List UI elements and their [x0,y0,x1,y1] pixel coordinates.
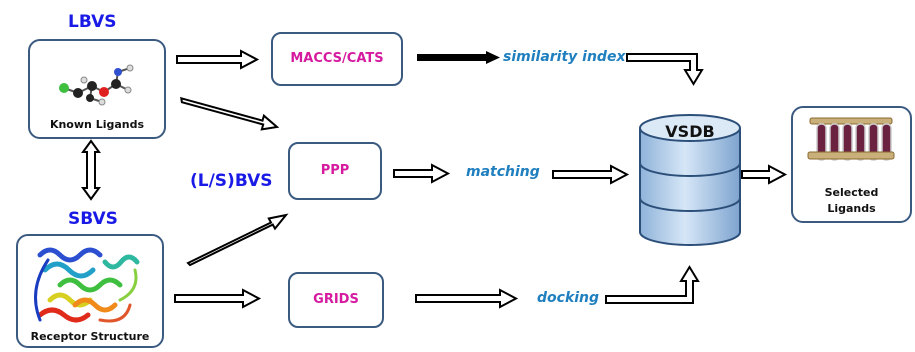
grids-box [288,272,384,328]
matching-label: matching [466,164,540,180]
similarity-index-label: similarity index [503,49,626,65]
maccs-label: MACCS/CATS [290,51,384,66]
selected-ligands-label-line1: Selected [824,186,879,199]
grids-label: GRIDS [313,292,359,307]
arrow-receptor-to-ppp [186,213,289,267]
protein-structure-icon [34,247,140,323]
arrow-similarity-to-vsdb [626,53,704,86]
arrow-maccs-to-similarity [417,51,500,64]
ppp-label: PPP [320,163,350,178]
arrow-ligands-receptor-bidirectional [81,139,101,201]
maccs-box [271,32,403,86]
receptor-structure-label: Receptor Structure [30,330,150,343]
molecule-atoms [59,64,134,106]
vsdb-database-icon [639,114,741,246]
sbvs-heading: SBVS [68,209,118,229]
known-ligands-label: Known Ligands [49,118,145,131]
arrow-ligands-to-ppp [180,96,280,131]
arrow-ppp-to-matching [393,163,451,184]
lbvs-heading: LBVS [68,12,117,32]
lsbvs-heading: (L/S)BVS [190,171,273,191]
arrow-matching-to-vsdb [552,164,630,185]
test-tubes-icon [807,117,895,161]
docking-label: docking [537,290,600,306]
vsdb-label: VSDB [665,122,715,141]
arrow-grids-to-docking [415,288,519,309]
arrow-ligands-to-maccs [176,49,260,70]
arrow-receptor-to-grids [174,288,262,309]
arrow-vsdb-to-selected [741,164,788,185]
arrow-docking-to-vsdb [605,265,700,304]
selected-ligands-label-line2: Ligands [827,202,876,215]
ppp-box [288,142,382,200]
